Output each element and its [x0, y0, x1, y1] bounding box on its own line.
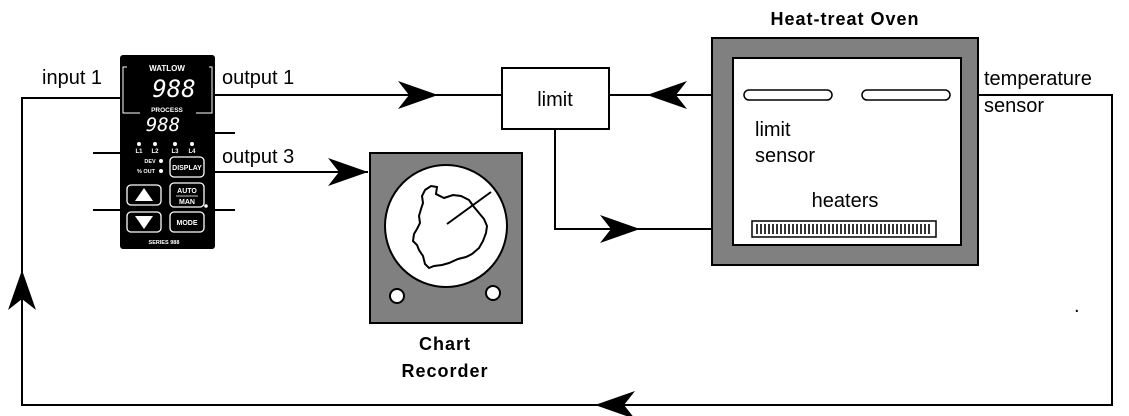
arrow-right-icon	[600, 215, 640, 243]
arrow-left-icon	[595, 391, 635, 416]
out-label: % OUT	[137, 169, 156, 175]
chart-recorder-title-line1: Chart	[419, 334, 471, 354]
controller-brand: WATLOW	[149, 64, 185, 73]
display-bottom: 988	[146, 114, 180, 136]
temperature-sensor-probe	[861, 89, 951, 101]
arrowheads	[8, 81, 687, 416]
display-button[interactable]: DISPLAY	[169, 156, 205, 178]
led-label-l3: L3	[171, 149, 179, 155]
limit-sensor-label-line1: limit	[755, 119, 791, 141]
limit-sensor-label-line2: sensor	[755, 145, 815, 167]
triangle-up-icon	[135, 188, 153, 201]
temperature-label: temperature	[984, 68, 1092, 90]
led-label-l2: L2	[151, 149, 159, 155]
input1-label: input 1	[42, 67, 102, 89]
oven-chamber	[732, 57, 962, 246]
arrow-right-icon	[328, 158, 368, 186]
wiring	[21, 94, 1113, 406]
limit-box: limit	[501, 67, 610, 130]
arrow-up-icon	[8, 270, 36, 310]
chart-pen	[446, 191, 492, 225]
auto-man-button[interactable]: AUTO MAN	[169, 182, 205, 208]
led-label-l4: L4	[188, 149, 196, 155]
feedback-loop-line	[21, 94, 1113, 406]
down-button[interactable]	[126, 211, 162, 233]
chart-knob-right	[485, 285, 501, 301]
chart-knob-left	[389, 288, 405, 304]
oven-title: Heat-treat Oven	[770, 9, 919, 29]
dev-led	[159, 159, 163, 163]
oven: Heat-treat Oven limit sensor heaters	[711, 9, 979, 266]
led-label-l1: L1	[135, 149, 143, 155]
limit-sensor-probe	[743, 89, 833, 101]
controller: WATLOW 988 PROCESS 988 L1 L2 L3 L4 DEV %…	[120, 55, 215, 249]
limit-label: limit	[537, 89, 573, 111]
display-top: 988	[152, 75, 195, 103]
arrow-left-icon	[647, 81, 687, 109]
up-button[interactable]	[126, 184, 162, 206]
mode-button-label: MODE	[177, 220, 198, 227]
output1-label: output 1	[222, 67, 294, 89]
dev-label: DEV	[144, 159, 156, 165]
arrow-right-icon	[398, 81, 438, 109]
chart-recorder: Chart Recorder	[369, 152, 523, 381]
out-led	[159, 169, 163, 173]
sensor-label: sensor	[984, 95, 1044, 117]
chart-trace	[411, 184, 489, 270]
triangle-down-icon	[135, 216, 153, 229]
stray-dot: .	[1074, 295, 1080, 317]
chart-recorder-title-line2: Recorder	[401, 361, 488, 381]
mode-button[interactable]: MODE	[169, 211, 205, 233]
heaters-label: heaters	[812, 190, 879, 212]
chart-dial	[384, 164, 508, 288]
heater-element	[751, 220, 937, 238]
led-indicators: L1 L2 L3 L4	[135, 142, 196, 155]
process-label: PROCESS	[151, 107, 183, 114]
man-label: MAN	[179, 199, 195, 206]
auto-label: AUTO	[177, 188, 197, 195]
led-l1	[137, 142, 141, 146]
output3-label: output 3	[222, 146, 294, 168]
heater-fins	[756, 224, 930, 234]
man-led	[204, 204, 208, 208]
limit-to-heaters-line	[554, 129, 752, 230]
series-label: SERIES 988	[149, 240, 180, 246]
display-button-label: DISPLAY	[172, 165, 202, 172]
led-l3	[173, 142, 177, 146]
led-l2	[153, 142, 157, 146]
led-l4	[190, 142, 194, 146]
